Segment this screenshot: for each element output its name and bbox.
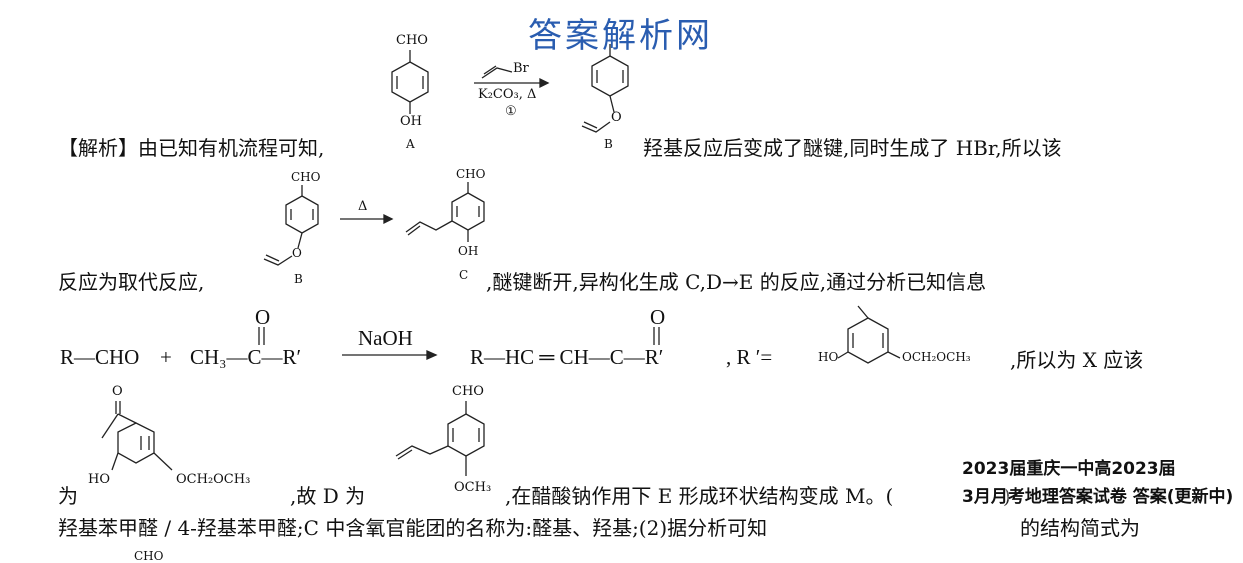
reagent-bottom: K₂CO₃, Δ — [478, 87, 537, 102]
text-line-4-prefix: 为 — [58, 484, 78, 508]
d-bottom-group: OCH₃ — [454, 480, 492, 495]
r-prime-label: , R ′= — [726, 345, 773, 369]
text-line-4-middle: ,故 D 为 — [290, 484, 366, 508]
r-prime-left-group: HO — [818, 350, 839, 364]
product-oxygen: O — [650, 305, 666, 329]
b2-oxygen: O — [292, 246, 302, 260]
reactant-2: CH₃—C—R′ — [190, 345, 302, 369]
corner-banner-line-1[interactable]: 2023届重庆一中高2023届 — [962, 459, 1176, 479]
text-line-2-suffix: ,醚键断开,异构化生成 C,D→E 的反应,通过分析已知信息 — [486, 270, 987, 294]
text-line-4-tail: ) — [1003, 484, 1011, 508]
reaction-arrow-2 — [340, 213, 394, 225]
text-line-2-prefix: 反应为取代反应, — [58, 270, 205, 294]
molecule-x — [101, 401, 173, 471]
r-prime-right-group: OCH₂OCH₃ — [902, 350, 971, 364]
text-line-5: 羟基苯甲醛 / 4-羟基苯甲醛;C 中含氧官能团的名称为:醛基、羟基;(2)据分… — [58, 516, 768, 540]
molecule-d — [395, 401, 485, 476]
reaction-arrow-1 — [474, 65, 550, 89]
c-label: C — [459, 268, 469, 282]
reactant-2-oxygen: O — [255, 305, 271, 329]
arrow-2-label: Δ — [358, 199, 368, 214]
b-oxygen: O — [611, 110, 622, 125]
molecule-c — [405, 182, 485, 242]
text-line-5-suffix: 的结构简式为 — [1020, 516, 1140, 540]
reagent-top: Br — [513, 61, 529, 76]
cut-off-group: CHO — [134, 549, 164, 563]
molecule-b — [581, 44, 629, 133]
x-left-group: HO — [88, 472, 110, 487]
text-line-4-suffix: ,在醋酸钠作用下 E 形成环状结构变成 M。( — [505, 484, 894, 508]
text-line-3-suffix: ,所以为 X 应该 — [1010, 348, 1144, 372]
watermark: 答案解析网 — [528, 16, 713, 56]
b2-label: B — [294, 272, 303, 286]
c-top-group: CHO — [456, 167, 486, 181]
product: R—HC ═ CH—C—R′ — [470, 345, 664, 369]
d-top-group: CHO — [452, 384, 484, 399]
a-top-group: CHO — [396, 33, 428, 48]
plus-sign: + — [160, 345, 172, 369]
molecule-a — [391, 50, 429, 114]
reaction-arrow-3 — [342, 349, 438, 361]
molecule-b-2 — [263, 185, 319, 266]
c-bottom-group: OH — [458, 244, 479, 258]
b2-top-group: CHO — [291, 170, 321, 184]
a-label: A — [406, 137, 415, 151]
reactant-2-carbonyl — [258, 327, 265, 345]
b-label: B — [604, 137, 613, 151]
x-right-group: OCH₂OCH₃ — [176, 472, 251, 487]
reactant-1: R—CHO — [60, 345, 140, 369]
reagent-naoh: NaOH — [358, 326, 413, 350]
corner-banner-line-2[interactable]: 3月月考地理答案试卷 答案(更新中) — [962, 487, 1234, 507]
text-line-1-suffix: 羟基反应后变成了醚键,同时生成了 HBr,所以该 — [643, 136, 1062, 160]
step-number: ① — [505, 104, 517, 119]
product-carbonyl — [653, 327, 660, 345]
a-bottom-group: OH — [400, 114, 422, 129]
text-line-1-prefix: 【解析】由已知有机流程可知, — [58, 136, 325, 160]
x-top-group: O — [112, 384, 123, 399]
molecule-r-prime — [837, 305, 901, 364]
